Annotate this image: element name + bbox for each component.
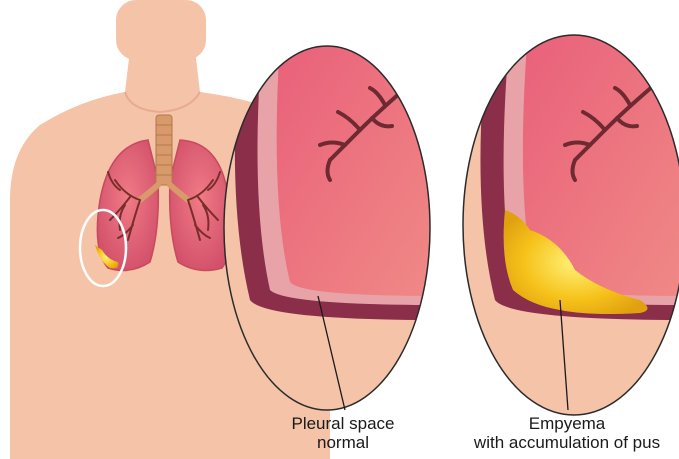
label-empyema: Empyema with accumulation of pus <box>455 414 679 452</box>
right-lung <box>96 139 160 272</box>
head-bottom <box>116 0 206 60</box>
label-normal-line2: normal <box>317 433 369 452</box>
label-normal-line1: Pleural space <box>291 414 395 433</box>
label-empyema-line2: with accumulation of pus <box>473 433 661 452</box>
zoom-lens-normal <box>223 45 431 411</box>
leader-line-empyema <box>559 299 569 411</box>
collar-shadow <box>124 91 201 114</box>
label-pleural-space-normal: Pleural space normal <box>283 414 403 452</box>
lung-tissue <box>276 46 430 296</box>
left-lung <box>168 139 232 272</box>
bronchiole-branch-2 <box>563 78 662 182</box>
zoom-lens-empyema <box>462 34 679 416</box>
trachea <box>137 114 191 203</box>
pus-accumulation <box>503 210 648 314</box>
small-pus-area <box>95 245 119 269</box>
bronchial-tree <box>107 171 221 241</box>
leader-line-normal <box>317 295 346 411</box>
magnify-marker <box>78 208 128 288</box>
lung-tissue-2 <box>522 35 679 296</box>
bronchiole-branch <box>318 78 417 182</box>
label-empyema-line1: Empyema <box>528 414 606 433</box>
lungs <box>96 139 232 272</box>
